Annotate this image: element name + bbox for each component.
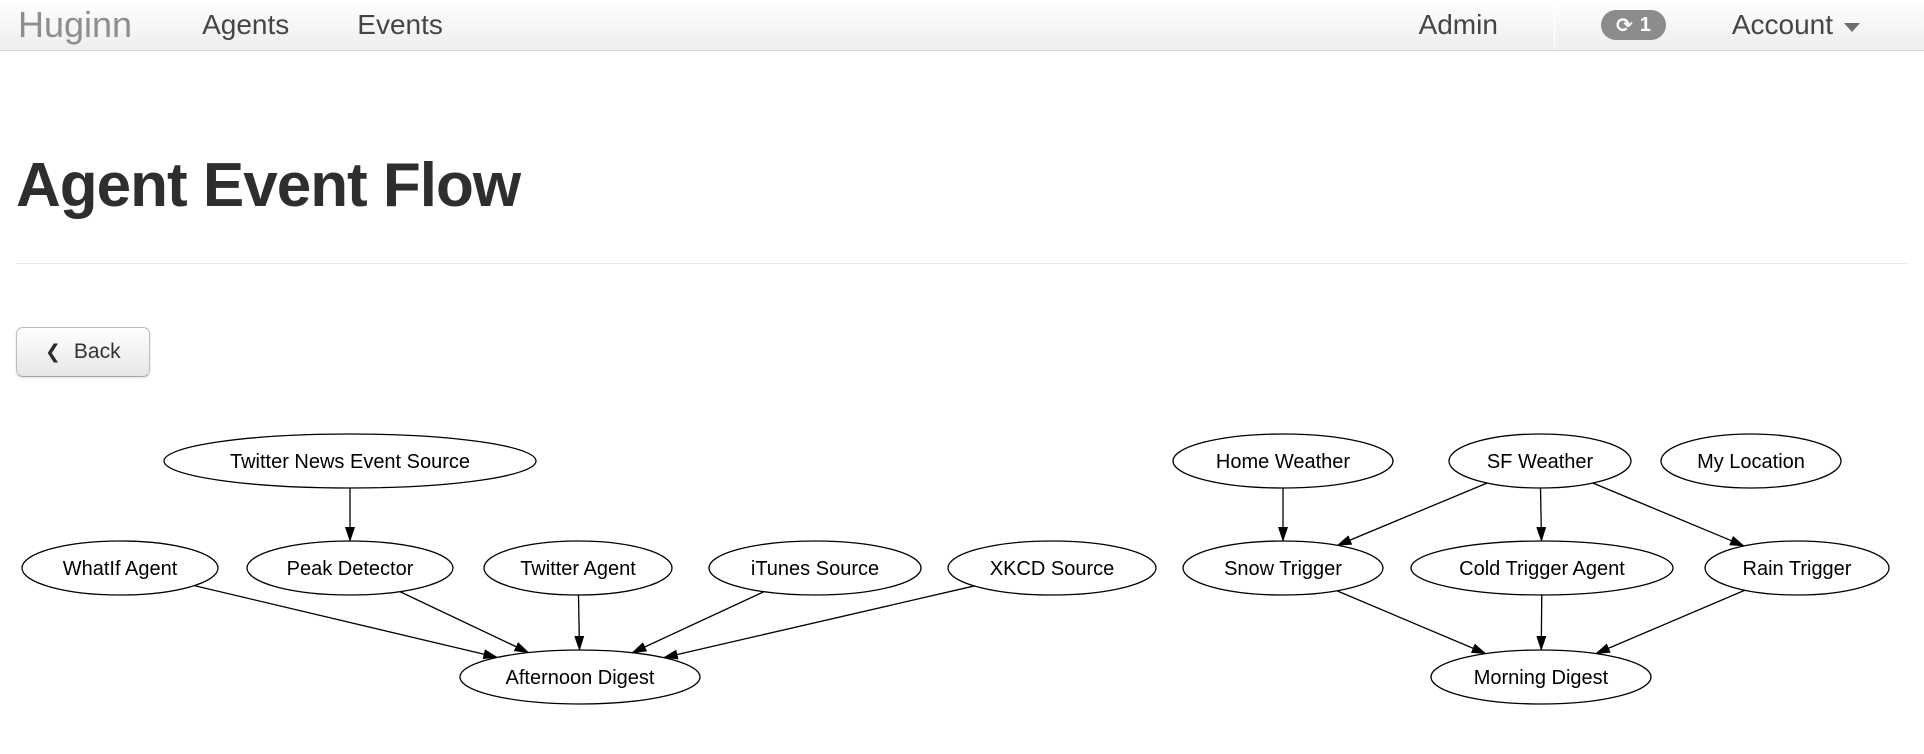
graph-node-label: Twitter News Event Source (230, 451, 470, 473)
graph-edge-xkcd-afternoon (662, 585, 975, 660)
graph-node-xkcd: XKCD Source (947, 540, 1157, 596)
graph-edge-sf-cold (1536, 487, 1547, 543)
graph-node-rain: Rain Trigger (1704, 540, 1890, 596)
page-content: Agent Event Flow ❮ Back (0, 151, 1924, 378)
graph-node-label: Rain Trigger (1743, 558, 1852, 580)
divider (16, 263, 1908, 265)
graph-node-peak: Peak Detector (246, 540, 454, 596)
graph-node-cold: Cold Trigger Agent (1410, 540, 1674, 596)
graph-node-label: WhatIf Agent (63, 558, 178, 580)
graph-node-sf: SF Weather (1448, 433, 1632, 489)
graph-edge-whatif-afternoon (194, 584, 499, 660)
graph-node-label: SF Weather (1487, 451, 1594, 473)
graph-edge-sf-snow (1336, 482, 1488, 546)
chevron-left-icon: ❮ (45, 341, 61, 364)
graph-node-label: My Location (1697, 451, 1805, 473)
nav-item-agents[interactable]: Agents (202, 9, 290, 40)
graph-node-label: Peak Detector (287, 558, 414, 580)
brand-link[interactable]: Huginn (18, 4, 133, 45)
graph-node-label: Cold Trigger Agent (1459, 558, 1625, 580)
graph-edge-sf-rain (1592, 482, 1745, 547)
graph-edge-peak-afternoon (399, 591, 530, 654)
job-queue-badge[interactable]: ⟳ 1 (1600, 10, 1666, 40)
graph-node-twitter: Twitter Agent (483, 540, 673, 596)
graph-node-myloc: My Location (1660, 433, 1842, 489)
graph-node-label: Morning Digest (1474, 667, 1609, 689)
graph-edge-cold-morning (1536, 594, 1547, 652)
back-button-label: Back (73, 340, 121, 364)
graph-node-label: Snow Trigger (1224, 558, 1342, 580)
navbar: Huginn Agents Events Admin ⟳ 1 Account (0, 0, 1924, 51)
navbar-divider (1553, 0, 1555, 50)
graph-node-label: Twitter Agent (520, 558, 636, 580)
page-title: Agent Event Flow (16, 151, 521, 220)
graph-node-itunes: iTunes Source (708, 540, 922, 596)
navbar-right: Admin ⟳ 1 Account (1419, 0, 1924, 50)
back-button[interactable]: ❮ Back (16, 327, 150, 378)
nav-item-events[interactable]: Events (357, 9, 443, 40)
job-count: 1 (1639, 13, 1651, 36)
graph-node-snow: Snow Trigger (1182, 540, 1384, 596)
caret-down-icon (1844, 22, 1860, 32)
graph-edge-itunes-afternoon (631, 591, 765, 654)
graph-node-label: iTunes Source (751, 558, 879, 580)
graph-node-label: Afternoon Digest (506, 667, 655, 689)
graph-node-label: Home Weather (1216, 451, 1350, 473)
graph-node-morning: Morning Digest (1430, 649, 1652, 705)
main-nav: Agents Events (168, 0, 477, 50)
graph-node-afternoon: Afternoon Digest (459, 649, 701, 705)
graph-node-home: Home Weather (1172, 433, 1394, 489)
graph-node-tnes: Twitter News Event Source (163, 433, 537, 489)
graph-edge-twitter-afternoon (574, 594, 585, 652)
account-label: Account (1731, 9, 1833, 40)
agent-event-flow-diagram: Twitter News Event Source Home Weather SF … (21, 433, 1890, 705)
nav-item-admin[interactable]: Admin (1418, 9, 1498, 40)
graph-node-label: XKCD Source (990, 558, 1115, 580)
refresh-icon: ⟳ (1615, 13, 1633, 37)
graph-edge-rain-morning (1595, 589, 1746, 655)
account-menu[interactable]: Account (1732, 0, 1860, 50)
graph-node-whatif: WhatIf Agent (21, 540, 219, 596)
graph-edge-snow-morning (1336, 590, 1487, 655)
